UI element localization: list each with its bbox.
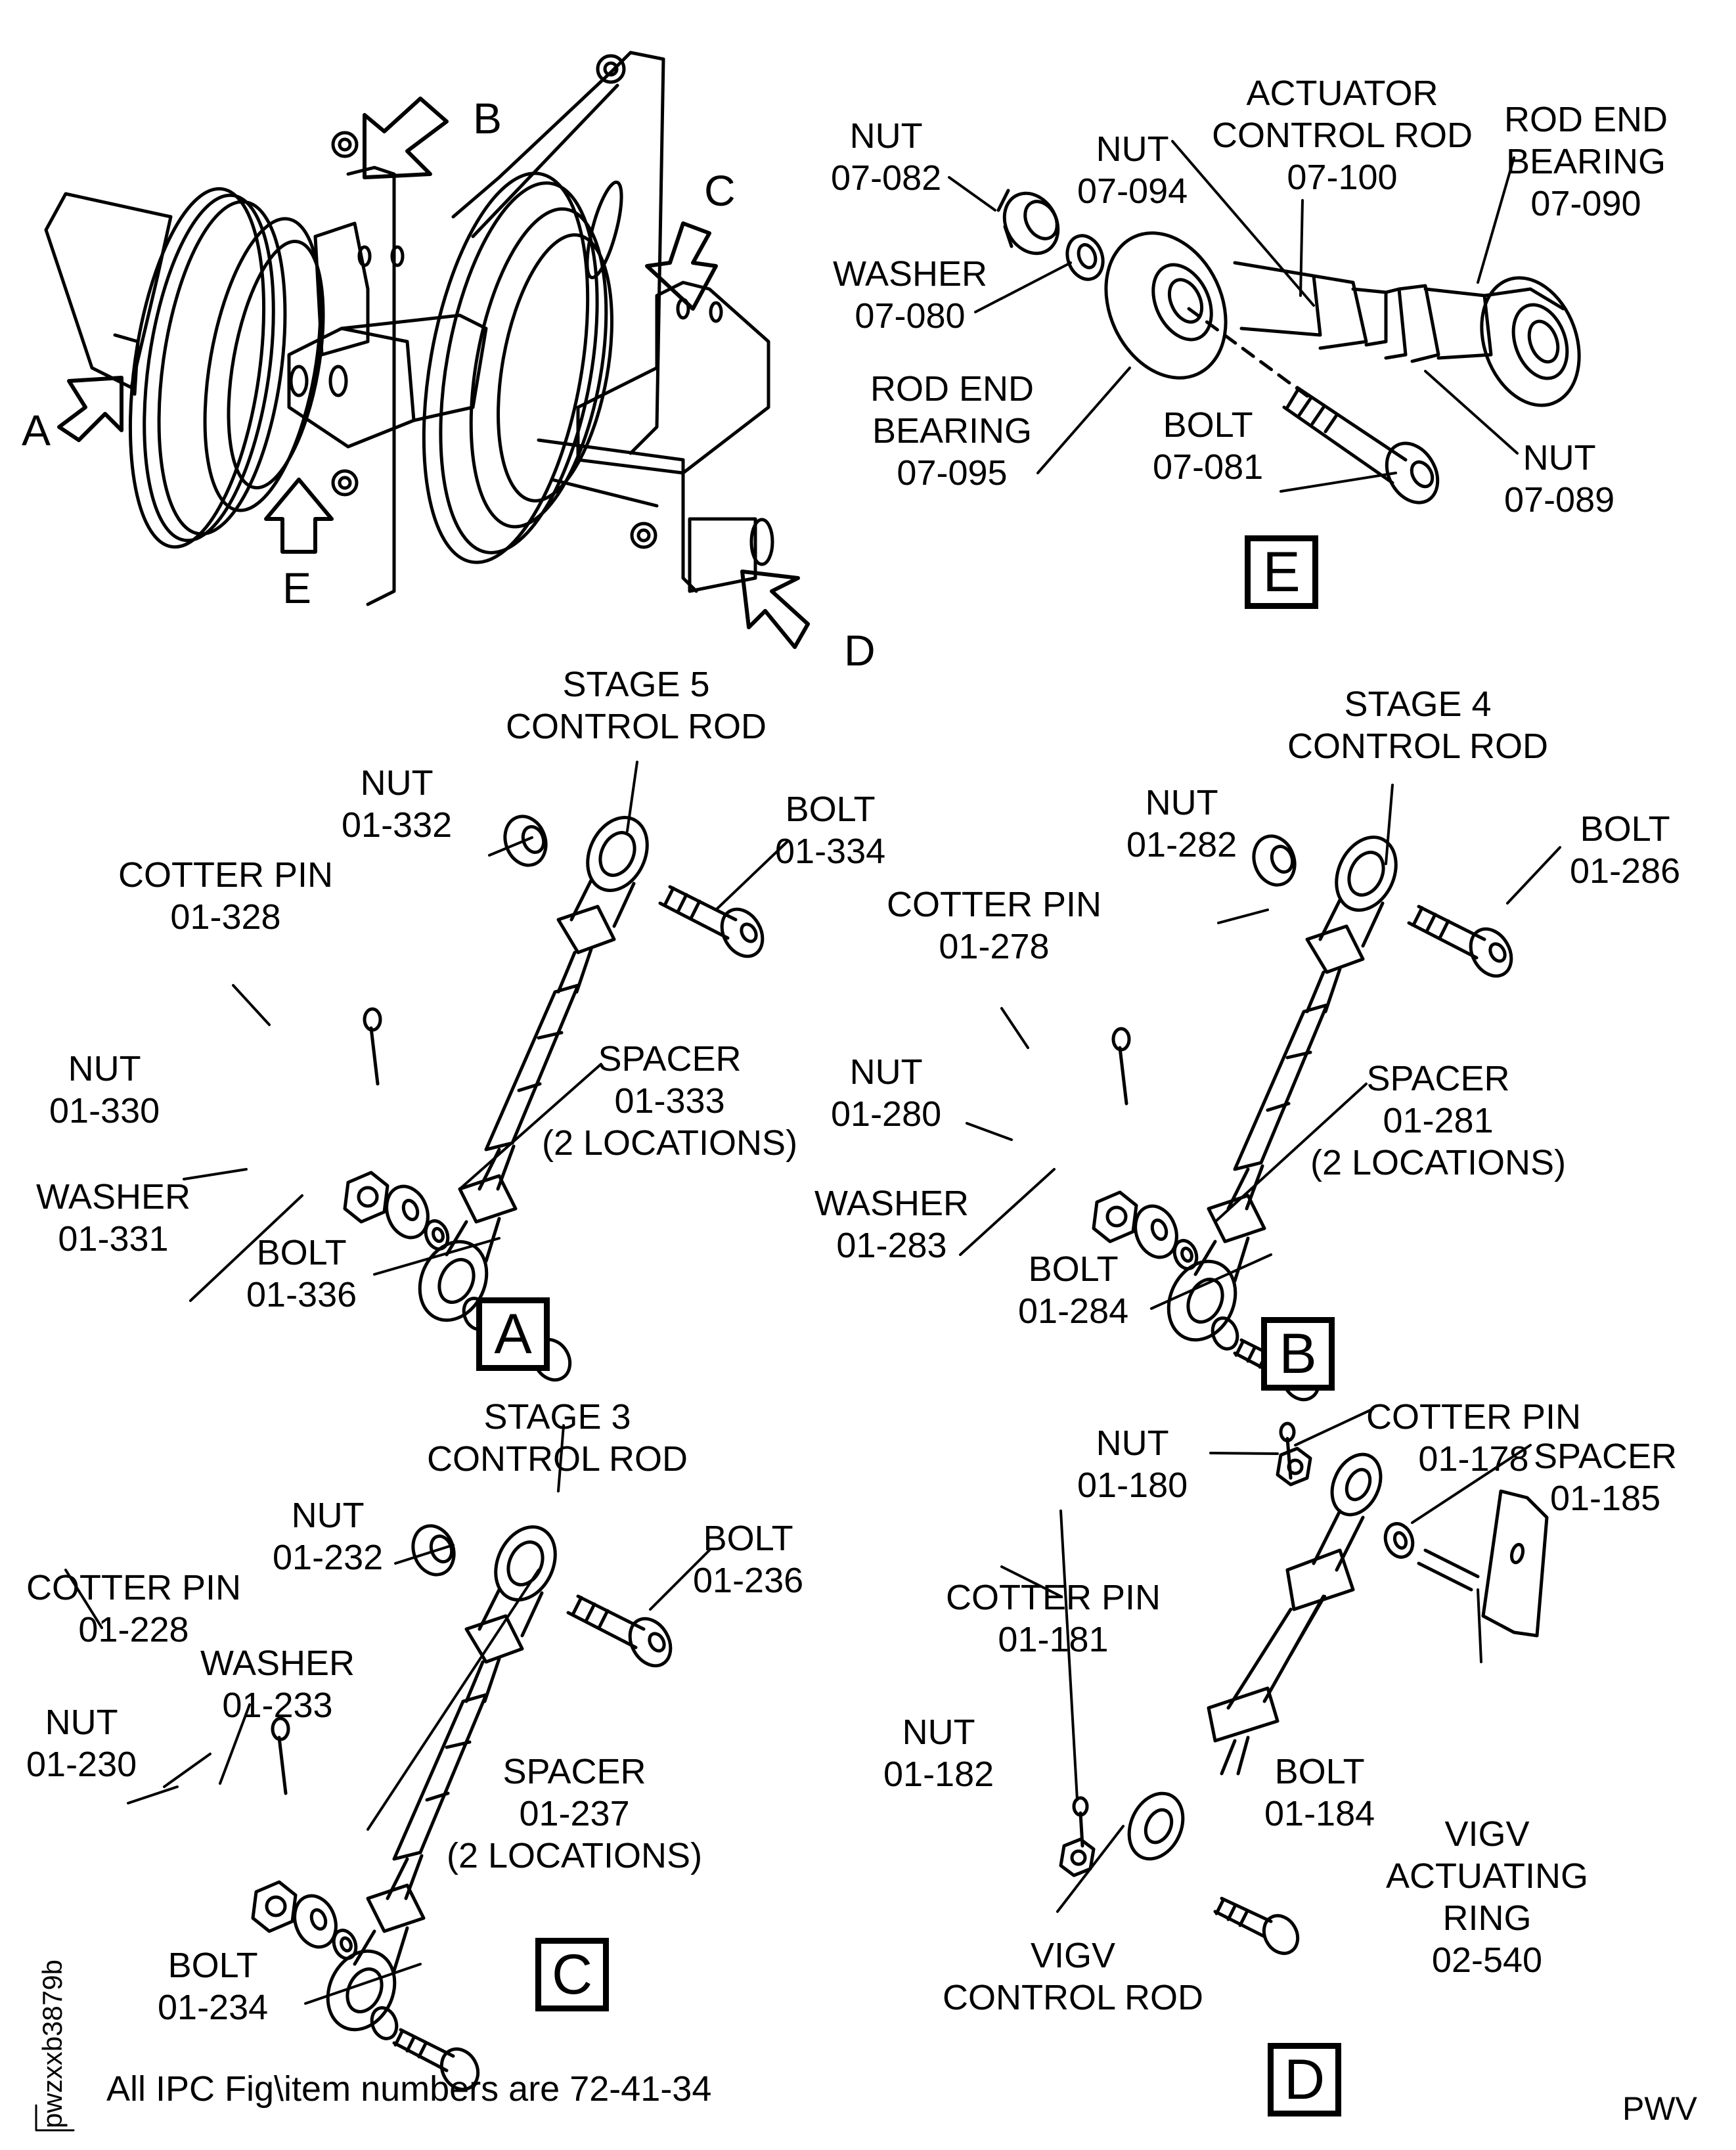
arrow-a: [59, 378, 122, 440]
label-nut-01-182: NUT 01-182: [883, 1713, 994, 1794]
detail-c-leaders: [66, 1425, 709, 2004]
label-cotter-pin-01-178: COTTER PIN 01-178: [1366, 1397, 1582, 1479]
label-washer-01-331: WASHER 01-331: [36, 1177, 191, 1259]
detail-a-leaders: [184, 762, 788, 1301]
label-cotter-pin-01-328: COTTER PIN 01-328: [118, 855, 334, 937]
label-cotter-pin-01-181: COTTER PIN 01-181: [946, 1578, 1161, 1659]
label-washer-01-283: WASHER 01-283: [814, 1184, 969, 1265]
arrow-d: [742, 571, 808, 647]
drawing-id: pwzxxb3879b: [37, 1960, 68, 2128]
label-nut-01-280: NUT 01-280: [831, 1052, 942, 1134]
label-nut-01-330: NUT 01-330: [49, 1049, 160, 1131]
label-bolt-01-284: BOLT 01-284: [1018, 1249, 1129, 1331]
label-spacer-01-281: SPACER 01-281 (2 LOCATIONS): [1310, 1059, 1567, 1182]
label-nut-01-282: NUT 01-282: [1126, 783, 1237, 864]
label-vigv-actuating-ring-02-540: VIGV ACTUATING RING 02-540: [1386, 1814, 1588, 1980]
label-nut-01-232: NUT 01-232: [273, 1496, 384, 1577]
label-actuator-control-rod-07-100: ACTUATOR CONTROL ROD 07-100: [1212, 74, 1473, 197]
detail-c-box: C: [535, 1938, 609, 2011]
overview-callout-e[interactable]: E: [282, 564, 312, 612]
label-bolt-01-286: BOLT 01-286: [1570, 809, 1681, 891]
label-cotter-pin-01-278: COTTER PIN 01-278: [887, 885, 1102, 966]
ipc-figure-note: All IPC Fig\item numbers are 72-41-34: [106, 2069, 712, 2109]
detail-b-leaders: [960, 785, 1560, 1309]
label-nut-07-089: NUT 07-089: [1504, 438, 1615, 520]
id-bracket: [36, 2105, 74, 2130]
arrow-b: [365, 99, 447, 177]
detail-d-leaders: [1002, 1409, 1530, 1912]
label-washer-01-233: WASHER 01-233: [200, 1644, 355, 1725]
label-rod-end-bearing-07-095: ROD END BEARING 07-095: [870, 369, 1035, 493]
label-nut-01-180: NUT 01-180: [1077, 1423, 1188, 1505]
detail-d-box: D: [1268, 2043, 1341, 2116]
label-bolt-01-184: BOLT 01-184: [1264, 1752, 1375, 1833]
label-stage-4-control-rod: STAGE 4 CONTROL ROD: [1287, 684, 1549, 766]
overview-callout-b[interactable]: B: [473, 94, 502, 143]
label-bolt-01-336: BOLT 01-336: [246, 1233, 357, 1314]
detail-b-box: B: [1261, 1317, 1335, 1391]
overview-callout-d[interactable]: D: [844, 626, 876, 675]
source-mark: PWV: [1622, 2090, 1697, 2127]
label-vigv-control-rod: VIGV CONTROL ROD: [943, 1936, 1204, 2017]
detail-a-box: A: [476, 1297, 550, 1371]
label-bolt-01-234: BOLT 01-234: [158, 1946, 269, 2027]
overview-callout-a[interactable]: A: [22, 406, 51, 455]
label-washer-07-080: WASHER 07-080: [833, 254, 988, 336]
detail-e-box: E: [1245, 535, 1318, 609]
label-spacer-01-185: SPACER 01-185: [1534, 1437, 1678, 1518]
label-nut-07-082: NUT 07-082: [831, 116, 942, 198]
label-spacer-01-237: SPACER 01-237 (2 LOCATIONS): [447, 1752, 703, 1875]
label-nut-01-230: NUT 01-230: [26, 1703, 137, 1784]
label-stage-5-control-rod: STAGE 5 CONTROL ROD: [506, 665, 767, 746]
overview-callout-c[interactable]: C: [704, 166, 736, 215]
detail-e-artwork: [994, 183, 1596, 512]
label-bolt-01-334: BOLT 01-334: [775, 790, 886, 871]
label-nut-01-332: NUT 01-332: [342, 763, 453, 845]
detail-e-leaders: [949, 141, 1517, 491]
overview-arrows: [59, 99, 808, 647]
label-spacer-01-333: SPACER 01-333 (2 LOCATIONS): [542, 1039, 798, 1163]
label-nut-07-094: NUT 07-094: [1077, 129, 1188, 211]
label-cotter-pin-01-228: COTTER PIN 01-228: [26, 1568, 242, 1649]
label-bolt-07-081: BOLT 07-081: [1153, 405, 1264, 487]
label-bolt-01-236: BOLT 01-236: [693, 1519, 804, 1600]
label-stage-3-control-rod: STAGE 3 CONTROL ROD: [427, 1397, 688, 1479]
arrow-e: [266, 480, 332, 552]
overview-assembly: [46, 53, 772, 604]
arrow-c: [647, 223, 716, 309]
detail-d-artwork: [1061, 1423, 1547, 1960]
label-rod-end-bearing-07-090: ROD END BEARING 07-090: [1504, 100, 1668, 223]
